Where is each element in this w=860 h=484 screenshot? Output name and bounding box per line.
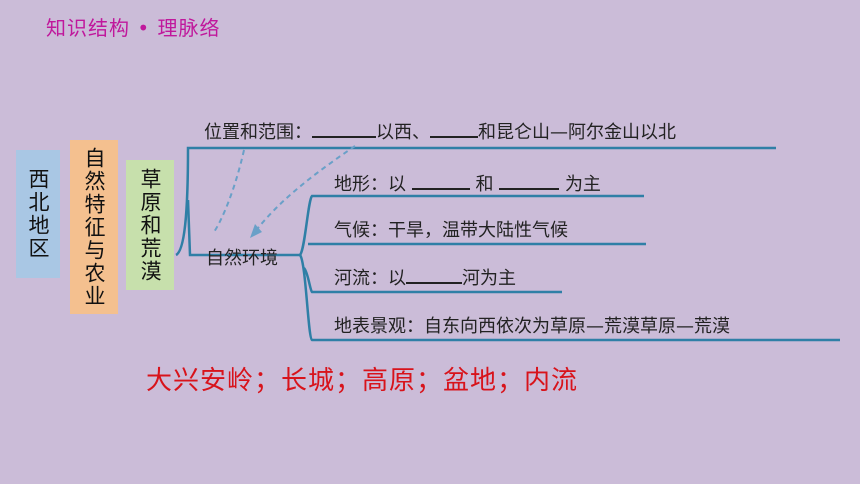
terrain-line: 地形：以 和 为主 <box>334 170 601 196</box>
river-prefix: 河流：以 <box>334 268 406 289</box>
terrain-prefix: 地形：以 <box>334 174 406 195</box>
blank-3 <box>411 170 470 190</box>
position-prefix: 位置和范围： <box>204 122 312 143</box>
arrowhead <box>250 224 262 238</box>
connector-landscape <box>298 254 840 342</box>
blank-2 <box>430 118 478 138</box>
terrain-suffix: 为主 <box>564 174 601 195</box>
river-line: 河流：以 河为主 <box>334 264 516 290</box>
connector-river <box>302 267 562 294</box>
box-topic: 自然特征与农业 <box>70 140 118 314</box>
position-mid2: 和昆仑山—阿尔金山以北 <box>478 122 676 143</box>
blank-5 <box>406 264 462 284</box>
connector-natural <box>186 199 300 257</box>
natural-env-label: 自然环境 <box>206 248 278 269</box>
box-region: 西北地区 <box>16 150 60 278</box>
page-title: 知识结构 • 理脉络 <box>46 16 221 40</box>
terrain-mid: 和 <box>475 174 494 195</box>
river-suffix: 河为主 <box>462 268 516 289</box>
position-line: 位置和范围： 以西、 和昆仑山—阿尔金山以北 <box>204 118 676 144</box>
blank-1 <box>312 118 376 138</box>
landscape-line: 地表景观：自东向西依次为草原—荒漠草原—荒漠 <box>334 316 730 337</box>
connector-main <box>175 146 776 257</box>
climate-line: 气候：干旱，温带大陆性气候 <box>334 220 568 241</box>
dashed-arrow-1 <box>213 149 245 233</box>
dashed-arrow-2 <box>257 145 356 229</box>
blank-4 <box>499 170 560 190</box>
box-landscape: 草原和荒漠 <box>126 160 174 290</box>
answer-text: 大兴安岭；长城；高原；盆地；内流 <box>146 366 579 396</box>
position-mid1: 以西、 <box>376 122 430 143</box>
connector-terrain <box>298 194 644 256</box>
